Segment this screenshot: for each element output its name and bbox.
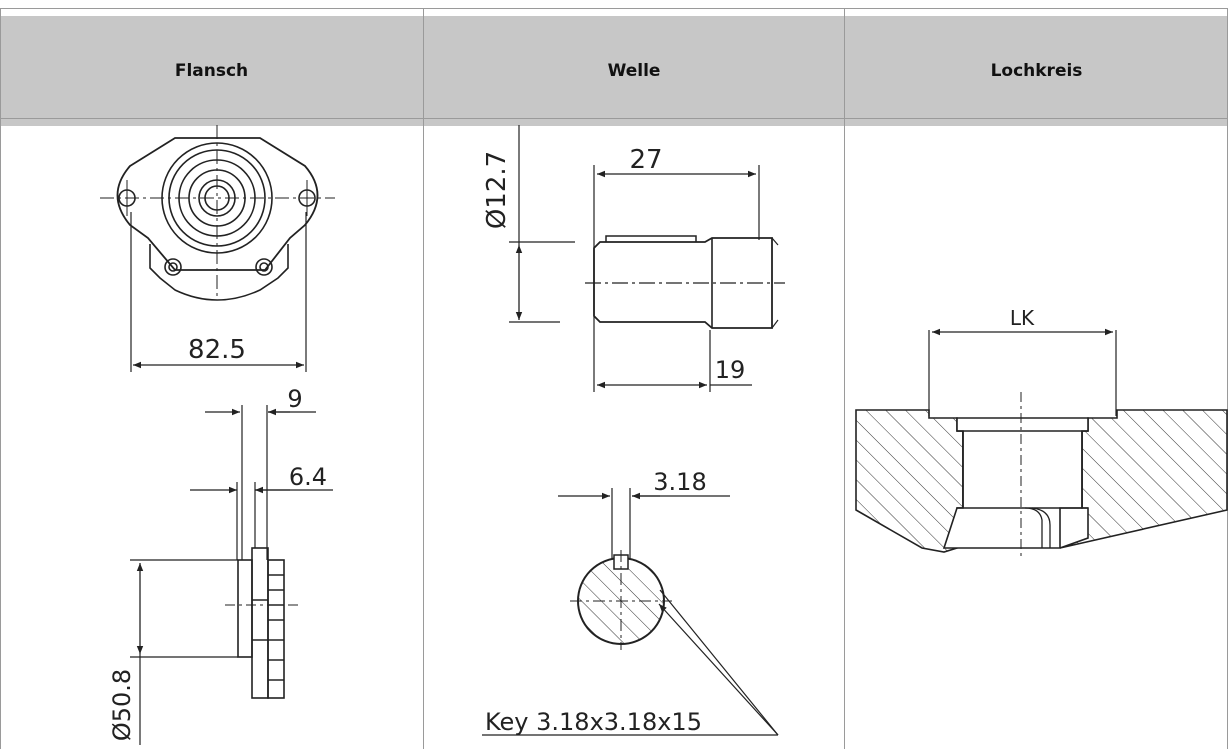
dim-flange-width: 82.5 bbox=[188, 335, 246, 365]
header-welle: Welle bbox=[424, 16, 844, 126]
header-flansch: Flansch bbox=[0, 16, 423, 126]
dim-lk: LK bbox=[1010, 306, 1035, 330]
dim-key-width: 3.18 bbox=[653, 468, 706, 496]
dim-shaft-27: 27 bbox=[629, 145, 662, 175]
key-spec-label: Key 3.18x3.18x15 bbox=[485, 708, 702, 736]
spec-table: Flansch Welle Lochkreis bbox=[0, 8, 1228, 749]
header-divider bbox=[0, 118, 1228, 119]
col-border-left bbox=[0, 8, 1, 749]
col-divider-1 bbox=[423, 8, 424, 749]
dim-shaft-19: 19 bbox=[715, 356, 746, 384]
dim-flange-9: 9 bbox=[287, 385, 302, 413]
shaft-cross-section bbox=[482, 488, 779, 736]
flange-side-view bbox=[130, 405, 333, 745]
bolt-circle-section bbox=[855, 328, 1228, 560]
dim-shaft-diameter: Ø12.7 bbox=[482, 151, 512, 229]
col-divider-2 bbox=[844, 8, 845, 749]
header-lochkreis: Lochkreis bbox=[845, 16, 1228, 126]
dim-pilot-diameter: Ø50.8 bbox=[108, 669, 136, 741]
shaft-side-view bbox=[509, 125, 785, 392]
table-border-top bbox=[0, 8, 1228, 9]
flange-front-view bbox=[100, 125, 335, 372]
dim-flange-6-4: 6.4 bbox=[289, 463, 327, 491]
